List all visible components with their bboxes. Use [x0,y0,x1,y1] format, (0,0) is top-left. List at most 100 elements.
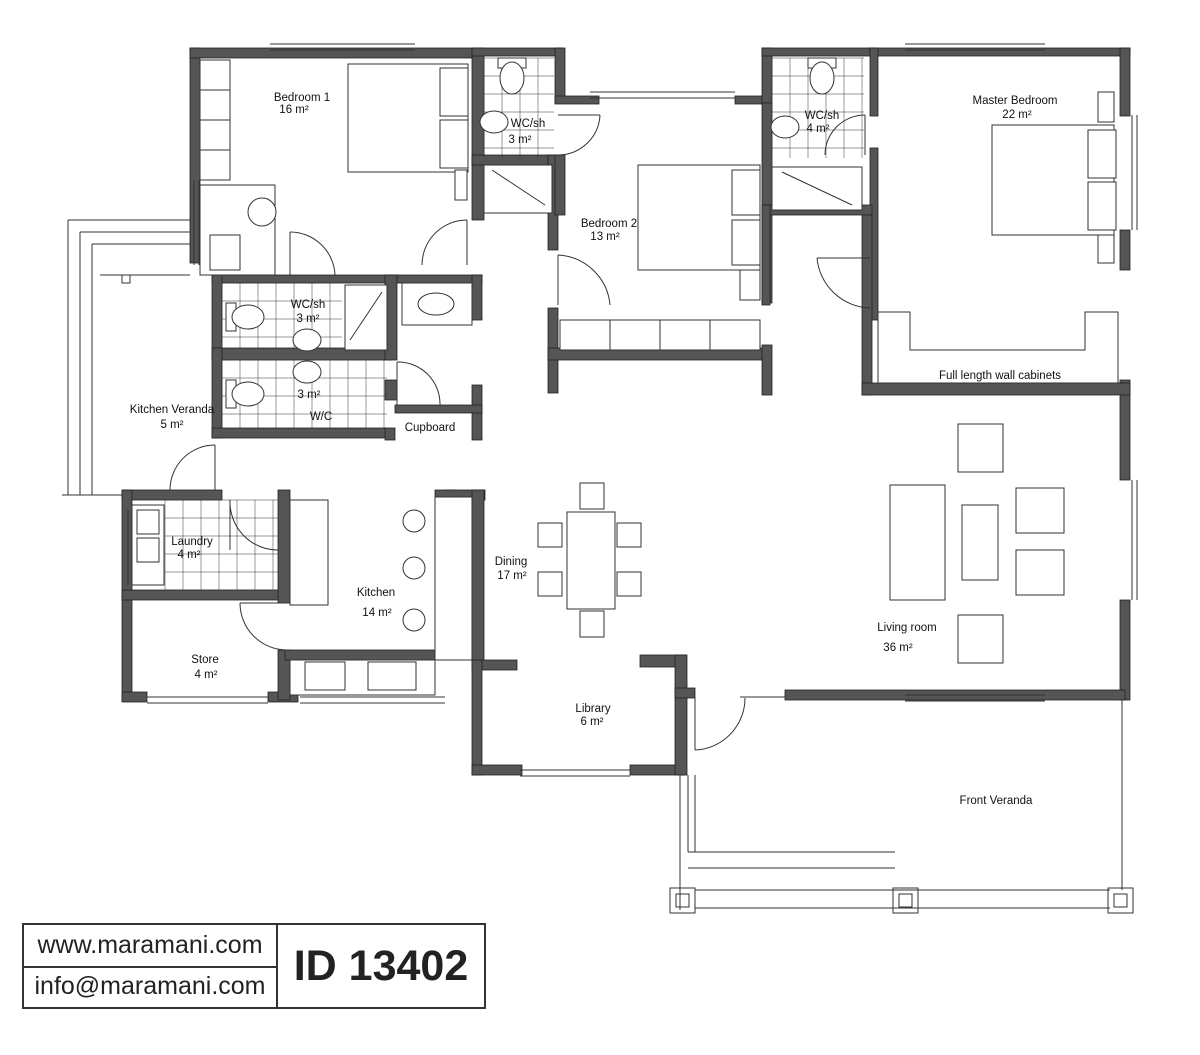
laundry-label: Laundry [171,536,213,548]
bar-stool [402,608,426,632]
basin [479,110,509,134]
wall-segment [861,382,1131,396]
kitchen-veranda-label: Kitchen Veranda [130,404,215,416]
wall-segment [861,214,873,396]
furniture [131,57,1119,696]
wc-label: W/C [310,411,332,423]
bedroom2-label: Bedroom 2 [581,218,637,230]
door-swing [396,361,441,406]
veranda-post [892,887,919,914]
wall-segment [211,427,388,439]
pillow [731,219,761,266]
bedroom2-area: 13 m² [590,231,620,243]
armchair [1015,487,1065,534]
toilet-bowl [809,61,835,95]
wall-segment [761,344,773,396]
toilet-bowl [231,304,265,330]
sink [367,661,417,691]
living-room-area: 36 m² [883,642,913,654]
dryer [136,537,160,563]
master-bedroom-label: Master Bedroom [972,95,1057,107]
wall-segment [211,274,483,284]
wall-segment [674,687,696,699]
door-swing [694,697,746,751]
wall-segment [869,47,1131,57]
armchair [957,423,1004,473]
kitchen-counter [289,499,329,606]
basin [770,115,800,139]
nightstand [739,269,761,301]
wall-segment [121,691,148,703]
washer [136,509,160,535]
front-veranda-label: Front Veranda [960,795,1033,807]
wall-segment [471,47,485,221]
wall-segment [121,589,288,601]
shower-line [781,171,853,206]
dining-area: 17 m² [497,570,527,582]
dining-chair [537,571,563,597]
door-swing [169,444,216,491]
armchair [957,614,1004,664]
bedroom1-area: 16 m² [279,104,309,116]
dining-chair [579,482,605,510]
wall-segment [394,404,483,414]
wcsh1-label: WC/sh [511,118,546,130]
wall-segment [869,47,879,117]
door-swing [239,602,288,651]
wall-segment [121,489,223,501]
wall-segment [1119,379,1131,481]
kitchen-area: 14 m² [362,607,392,619]
kitchen-veranda-area: 5 m² [161,419,184,431]
kitchen-island [434,496,473,661]
wall-segment [554,95,600,105]
wall-segment [211,347,223,439]
basin [417,292,455,316]
wcsh2-label: WC/sh [291,299,326,311]
contact-block: www.maramani.com info@maramani.com [24,925,278,1007]
computer [209,234,241,271]
nightstand [1097,91,1115,123]
stove [304,661,346,691]
pillow [1087,181,1117,231]
website-link[interactable]: www.maramani.com [24,925,276,968]
wall-segment [384,427,396,441]
wall-segment [284,649,456,661]
kitchen-label: Kitchen [357,587,395,599]
wall-segment [761,204,771,306]
wall-segment [211,274,223,351]
door-swing [229,499,279,551]
wall-segment [277,489,291,604]
shower [344,284,388,351]
pillow [439,67,469,117]
veranda-post-inner [1113,893,1128,908]
dining-chair [579,610,605,638]
desk-chair [247,197,277,227]
master-bedroom-area: 22 m² [1002,109,1032,121]
store-label: Store [191,654,219,666]
nightstand [1097,234,1115,264]
armchair [1015,549,1065,596]
wcsh1-area: 3 m² [509,134,532,146]
library-area: 6 m² [581,716,604,728]
wall-segment [674,654,688,776]
door-swing [557,254,611,306]
wcsh2-area: 3 m² [297,313,320,325]
post [121,274,131,284]
email-link[interactable]: info@maramani.com [34,972,266,1000]
wall-segment [471,489,485,661]
laundry-area: 4 m² [178,549,201,561]
shower-line [349,291,383,341]
wall-segment [471,47,563,57]
wall-segment [554,154,566,216]
wall-segment [554,47,566,104]
cabinets [877,311,1119,384]
cupboard-label: Cupboard [405,422,456,434]
wall-segment [384,379,398,401]
bedroom1-label: Bedroom 1 [274,92,330,104]
wall-segment [471,274,483,321]
veranda-post-inner [675,893,690,908]
basin [292,328,322,352]
wcsh3-label: WC/sh [805,110,840,122]
pillow [439,119,469,169]
